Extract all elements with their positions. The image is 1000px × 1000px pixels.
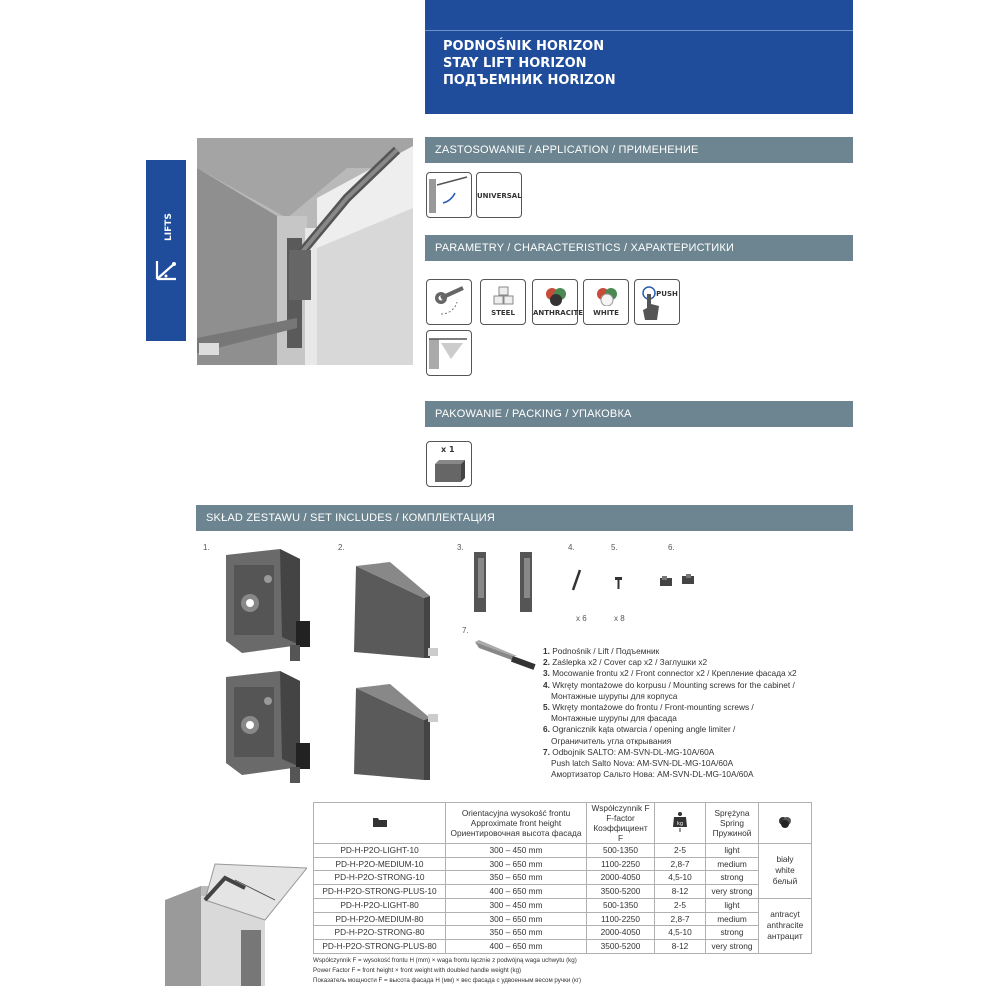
list-item: 4. Wkręty montażowe do korpusu / Mountin… xyxy=(543,679,795,690)
section-set-includes: SKŁAD ZESTAWU / SET INCLUDES / КОМПЛЕКТА… xyxy=(196,505,853,531)
cabinet-screw-image xyxy=(571,569,582,591)
table-header-row: Orientacyjna wysokość frontu Approximate… xyxy=(313,802,812,844)
lifts-label: LIFTS xyxy=(164,213,174,241)
weight-header: kg xyxy=(654,802,706,844)
lift-mechanism-image-1 xyxy=(226,549,310,661)
list-item: 6. Ogranicznik kąta otwarcia / opening a… xyxy=(543,724,736,735)
flap-up-icon xyxy=(429,176,468,213)
part-qty-4: x 6 xyxy=(576,614,587,623)
application-icon-universal: UNIVERSAL xyxy=(476,172,522,218)
spring-header: Sprężyna Spring Пружиной xyxy=(705,802,759,844)
list-item: Амортизатор Сальто Нова: AM-SVN-DL-MG-10… xyxy=(551,769,754,780)
cabinet-dimension-illustration xyxy=(165,863,307,986)
footnote-pl: Współczynnik F = wysokość frontu H (mm) … xyxy=(313,957,577,964)
color-header xyxy=(758,802,812,844)
front-screw-image xyxy=(615,577,622,589)
push-label: PUSH xyxy=(656,290,678,298)
f-factor-header: Współczynnik F F-factor Коэффициент F xyxy=(586,802,655,844)
title-en: STAY LIFT HORIZON xyxy=(443,56,587,71)
angle-limiter-image xyxy=(660,574,694,586)
push-hand-icon xyxy=(642,286,659,320)
section-application: ZASTOSOWANIE / APPLICATION / ПРИМЕНЕНИЕ xyxy=(425,137,853,163)
part-number-4: 4. xyxy=(568,543,575,552)
push-latch-image xyxy=(475,640,536,670)
list-item: Монтажные шурупы для корпуса xyxy=(551,690,678,701)
cabinet-lift-illustration xyxy=(197,138,413,365)
footnote-ru: Показатель мощности F = высота фасада H … xyxy=(313,977,582,984)
front-connector-image xyxy=(474,552,532,612)
list-item: 7. Odbojnik SALTO: AM-SVN-DL-MG-10A/60A xyxy=(543,746,715,757)
anthracite-label: ANTHRACITE xyxy=(533,309,584,317)
weight-icon: kg xyxy=(673,812,687,832)
stay-angle-icon xyxy=(429,338,467,369)
folder-header xyxy=(313,802,446,844)
part-number-7: 7. xyxy=(462,626,469,635)
cover-cap-image-2 xyxy=(354,684,438,780)
box-icon xyxy=(435,460,465,482)
part-number-5: 5. xyxy=(611,543,618,552)
lifts-tab-content: LIFTS xyxy=(146,160,186,341)
header-divider xyxy=(425,30,853,31)
section-characteristics: PARAMETRY / CHARACTERISTICS / ХАРАКТЕРИС… xyxy=(425,235,853,261)
section-packing: PAKOWANIE / PACKING / УПАКОВКА xyxy=(425,401,853,427)
part-number-3: 3. xyxy=(457,543,464,552)
set-includes-list: 1. Podnośnik / Lift / Подъемник 2. Zaśle… xyxy=(543,646,797,780)
list-item: 5. Wkręty montażowe do frontu / Front-mo… xyxy=(543,702,754,713)
list-item: Push latch Salto Nova: AM-SVN-DL-MG-10A/… xyxy=(551,758,734,769)
application-icon-front xyxy=(426,172,472,218)
characteristic-white: WHITE xyxy=(583,279,629,325)
lift-mechanism-image-2 xyxy=(226,671,310,783)
list-item: 3. Mocowanie frontu x2 / Front connector… xyxy=(543,668,797,679)
cover-cap-image-1 xyxy=(354,562,438,658)
packing-quantity: x 1 xyxy=(441,445,455,454)
characteristic-steel: STEEL xyxy=(480,279,526,325)
list-item: Ограничитель угла открывания xyxy=(551,735,672,746)
white-color-icon xyxy=(597,288,617,306)
lift-icon xyxy=(155,261,176,281)
steel-label: STEEL xyxy=(491,309,515,317)
footnotes: Współczynnik F = wysokość frontu H (mm) … xyxy=(313,956,581,986)
characteristic-angle-icon xyxy=(426,279,472,325)
universal-label: UNIVERSAL xyxy=(477,192,522,200)
front-height-header: Orientacyjna wysokość frontu Approximate… xyxy=(445,802,587,844)
part-number-6: 6. xyxy=(668,543,675,552)
product-title: PODNOŚNIK HORIZON STAY LIFT HORIZON ПОДЪ… xyxy=(443,38,616,89)
color-palette-icon xyxy=(779,817,791,828)
characteristic-stay-icon xyxy=(426,330,472,376)
list-item: Монтажные шурупы для фасада xyxy=(551,713,677,724)
characteristic-push: PUSH xyxy=(634,279,680,325)
steel-cubes-icon xyxy=(493,286,514,305)
white-label: WHITE xyxy=(593,309,619,317)
header-banner xyxy=(425,0,853,114)
title-ru: ПОДЪЕМНИК HORIZON xyxy=(443,73,616,88)
opening-angle-icon xyxy=(435,286,464,315)
list-item: 1. Podnośnik / Lift / Подъемник xyxy=(543,646,660,656)
part-number-1: 1. xyxy=(203,543,210,552)
footnote-en: Power Factor F = front height × front we… xyxy=(313,967,522,974)
characteristic-anthracite: ANTHRACITE xyxy=(532,279,584,325)
weight-unit: kg xyxy=(677,821,683,827)
anthracite-color-icon xyxy=(546,288,566,306)
part-number-2: 2. xyxy=(338,543,345,552)
lifts-side-tab xyxy=(146,160,186,341)
part-qty-5: x 8 xyxy=(614,614,625,623)
spec-table: Orientacyjna wysokość frontu Approximate… xyxy=(313,802,812,954)
title-pl: PODNOŚNIK HORIZON xyxy=(443,39,605,54)
folder-icon xyxy=(372,818,387,827)
packing-icon: x 1 xyxy=(426,441,472,487)
list-item: 2. Zaślepka x2 / Cover cap x2 / Заглушки… xyxy=(543,657,708,668)
